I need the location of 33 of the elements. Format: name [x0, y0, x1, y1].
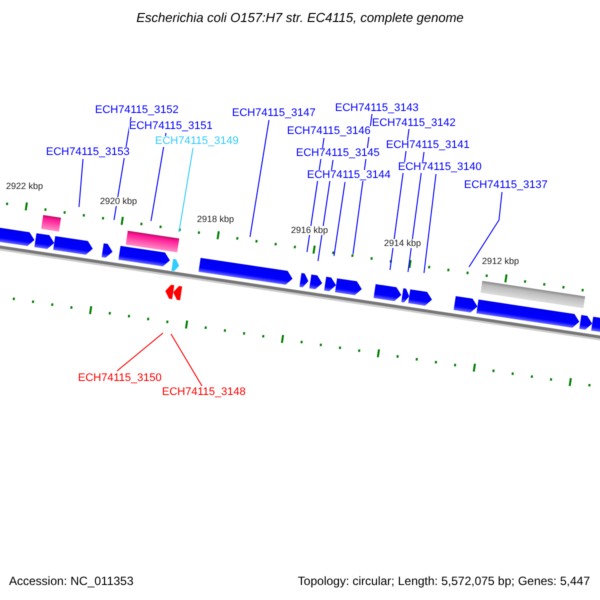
tick-label: 2912 kbp — [482, 257, 520, 266]
tick-label: 2914 kbp — [384, 239, 422, 248]
leader-line — [78, 158, 84, 208]
gene-label: ECH74115_3137 — [464, 180, 548, 191]
gene-label: ECH74115_3152 — [95, 105, 179, 116]
gene-label: ECH74115_3143 — [335, 103, 419, 114]
gene-label: ECH74115_3146 — [287, 126, 371, 137]
gene-label: ECH74115_3147 — [232, 108, 316, 119]
leader-line — [178, 148, 194, 232]
leader-line — [468, 192, 502, 268]
genome-stats-text: Topology: circular; Length: 5,572,075 bp; Genes: 5,447 — [298, 575, 590, 587]
tick-label: 2916 kbp — [291, 226, 328, 235]
leader-line — [116, 332, 164, 372]
gene-label: ECH74115_3141 — [386, 140, 470, 151]
leader-line — [334, 182, 346, 256]
tick-label: 2920 kbp — [100, 197, 138, 206]
tick-label: 2918 kbp — [197, 215, 234, 224]
gene-label: ECH74115_3148 — [162, 387, 246, 398]
accession-text: Accession: NC_011353 — [9, 575, 134, 587]
gene-label: ECH74115_3153 — [46, 147, 130, 158]
leader-line — [250, 120, 270, 238]
leader-line — [150, 132, 166, 222]
gene-label: ECH74115_3151 — [129, 121, 213, 132]
tick-label: 2922 kbp — [6, 182, 44, 191]
gene-label: ECH74115_3149 — [155, 136, 239, 147]
gene-label: ECH74115_3150 — [78, 373, 162, 384]
gene-label: ECH74115_3140 — [398, 162, 482, 173]
gene-label: ECH74115_3145 — [296, 148, 380, 159]
gene-label: ECH74115_3142 — [372, 118, 456, 129]
leader-line — [424, 174, 436, 274]
gene-label: ECH74115_3144 — [307, 170, 391, 181]
title: Escherichia coli O157:H7 str. EC4115, complete genome — [135, 11, 465, 24]
leader-line — [170, 334, 202, 386]
